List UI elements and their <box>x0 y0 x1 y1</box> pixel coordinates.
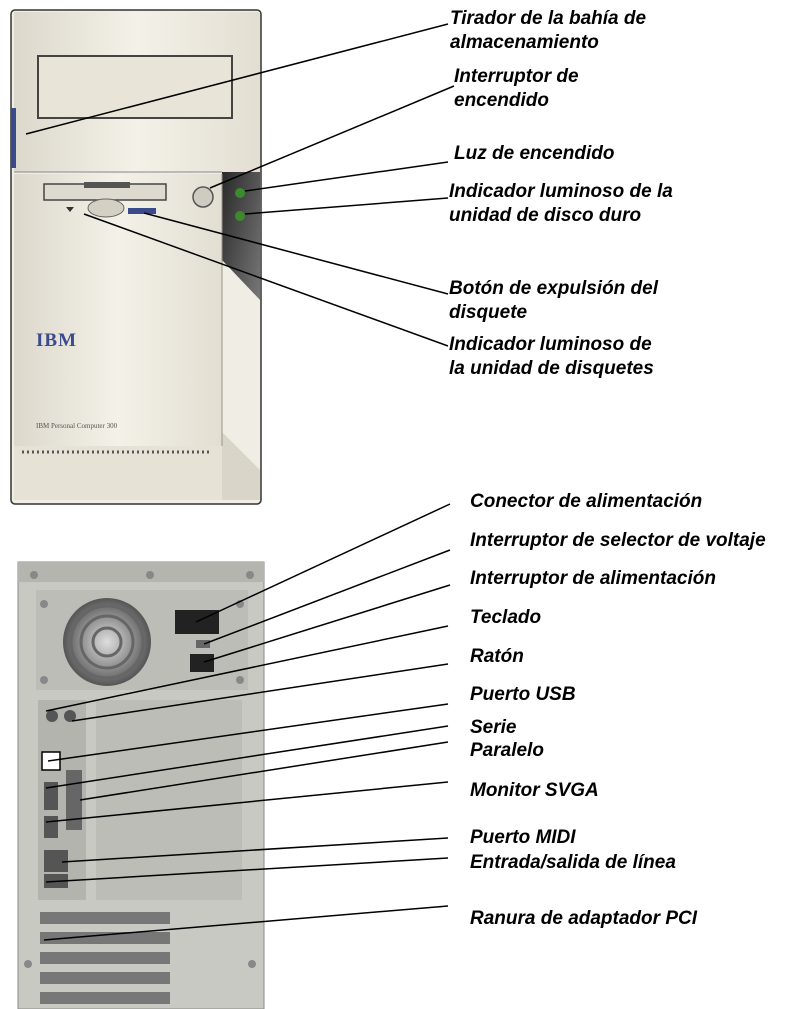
label-line-in-out: Entrada/salida de línea <box>470 852 676 873</box>
expansion-area <box>96 700 242 900</box>
label-power-switch-rear: Interruptor de alimentación <box>470 568 716 589</box>
label-diskette-eject-button: Botón de expulsión del disquete <box>449 278 659 323</box>
label-storage-bay-handle: Tirador de la bahía de almacenamiento <box>450 8 647 53</box>
front-logo: IBM <box>36 330 77 351</box>
label-diskette-drive-light: Indicador luminoso de la unidad de disqu… <box>449 334 654 379</box>
storage-bay-slot <box>37 55 233 119</box>
front-model-text: IBM Personal Computer 300 <box>36 422 118 430</box>
midi-port-shape <box>44 850 68 872</box>
diskette-eject-button-shape <box>128 208 156 214</box>
power-switch-rear-shape <box>190 654 214 672</box>
fan-grille <box>63 598 151 686</box>
hard-disk-light-led <box>235 211 245 221</box>
mouse-port-shape <box>64 710 76 722</box>
label-power-light: Luz de encendido <box>454 143 615 164</box>
parallel-port-shape <box>66 770 82 830</box>
label-svga-monitor-port: Monitor SVGA <box>470 780 599 801</box>
power-switch-button <box>192 186 214 208</box>
label-pci-adapter-slot: Ranura de adaptador PCI <box>470 908 697 929</box>
label-parallel-port: Paralelo <box>470 740 544 761</box>
label-hard-disk-light: Indicador luminoso de la unidad de disco… <box>449 181 673 226</box>
label-voltage-selector-switch: Interruptor de selector de voltaje <box>470 530 766 551</box>
label-serial-port: Serie <box>470 717 517 738</box>
label-power-connector: Conector de alimentación <box>470 491 703 512</box>
leader-lines <box>25 23 455 941</box>
label-midi-port: Puerto MIDI <box>470 827 576 848</box>
label-keyboard-port: Teclado <box>470 607 542 628</box>
label-power-switch: Interruptor de encendido <box>454 66 579 111</box>
power-light-led <box>235 188 245 198</box>
rear-view <box>17 561 265 1009</box>
label-usb-port: Puerto USB <box>470 684 576 705</box>
voltage-selector-shape <box>196 640 210 648</box>
diskette-drive-light-lens <box>87 198 125 218</box>
pci-slots <box>40 912 170 1004</box>
front-bottom-vent <box>14 446 222 500</box>
storage-bay-handle-bar <box>11 108 16 168</box>
label-mouse-port: Ratón <box>470 646 524 667</box>
svga-port-shape <box>44 816 58 838</box>
front-door-panel <box>14 174 222 446</box>
serial-port-shape <box>44 782 58 810</box>
keyboard-port-shape <box>46 710 58 722</box>
front-view <box>10 9 262 505</box>
